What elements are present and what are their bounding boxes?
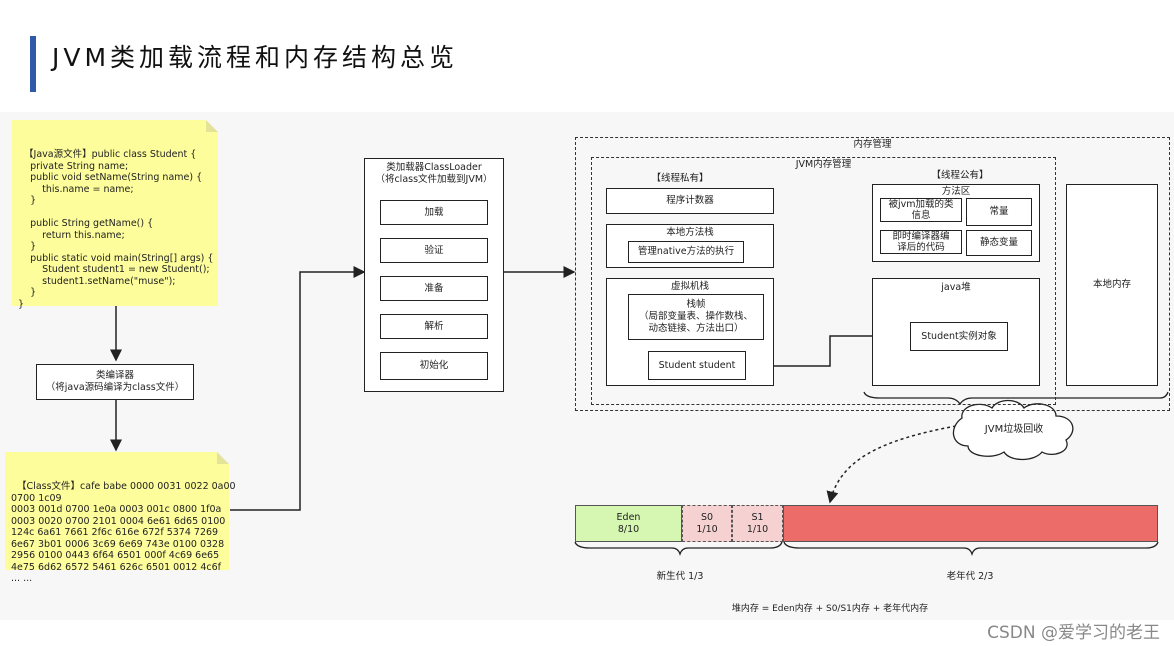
s1-name: S1 xyxy=(751,511,764,523)
young-generation-label: 新生代 1/3 xyxy=(656,571,704,582)
step-initialize: 初始化 xyxy=(380,352,488,380)
program-counter-box: 程序计数器 xyxy=(606,188,774,214)
student-reference-box: Student student xyxy=(648,351,746,380)
young-brace xyxy=(574,541,783,557)
method-area-title: 方法区 xyxy=(941,186,971,197)
stack-frame-box: 栈帧 （局部变量表、操作数栈、 动态链接、方法出口） xyxy=(628,294,764,340)
class-info-line1: 被jvm加载的类 xyxy=(888,199,954,210)
thread-public-label: 【线程公有】 xyxy=(931,170,989,181)
s0-ratio: 1/10 xyxy=(696,523,718,535)
compiler-box: 类编译器 （将java源码编译为class文件） xyxy=(36,364,194,400)
watermark: CSDN @爱学习的老王 xyxy=(987,623,1160,643)
memory-title: 内存管理 xyxy=(853,139,892,150)
class-info-line2: 信息 xyxy=(911,210,931,221)
heap-formula: 堆内存 = Eden内存 + S0/S1内存 + 老年代内存 xyxy=(731,604,929,614)
static-variable-box: 静态变量 xyxy=(966,230,1032,256)
step-load: 加载 xyxy=(380,200,488,225)
java-heap-title: java堆 xyxy=(941,282,971,293)
old-generation-segment xyxy=(783,505,1158,542)
jvm-memory-title: JVM内存管理 xyxy=(795,159,852,170)
jit-line2: 译后的代码 xyxy=(897,242,945,253)
stack-frame-line2: 动态链接、方法出口） xyxy=(648,323,744,334)
old-brace xyxy=(783,541,1159,557)
java-source-code: 【Java源文件】public class Student { private … xyxy=(18,149,214,310)
eden-name: Eden xyxy=(616,511,641,523)
old-generation-label: 老年代 2/3 xyxy=(946,571,994,582)
native-stack-title: 本地方法栈 xyxy=(666,227,714,238)
eden-segment: Eden 8/10 xyxy=(575,505,682,542)
step-prepare: 准备 xyxy=(380,276,488,301)
stack-frame-title: 栈帧 xyxy=(686,299,706,310)
step-verify: 验证 xyxy=(380,238,488,263)
jit-code-box: 即时编译器编 译后的代码 xyxy=(880,230,962,254)
s0-name: S0 xyxy=(700,511,714,523)
thread-private-label: 【线程私有】 xyxy=(651,173,709,184)
class-info-box: 被jvm加载的类 信息 xyxy=(880,198,962,222)
native-memory-box: 本地内存 xyxy=(1066,184,1158,386)
constant-box: 常量 xyxy=(966,198,1032,226)
arrow-gc-to-heap xyxy=(826,425,957,504)
arrow-ref-to-object xyxy=(746,330,910,367)
classloader-subtitle: （将class文件加载到JVM） xyxy=(375,174,493,185)
compiler-subtitle: （将java源码编译为class文件） xyxy=(45,382,185,393)
class-file-note: 【Class文件】cafe babe 0000 0031 0022 0a00 0… xyxy=(5,452,236,584)
s0-segment: S0 1/10 xyxy=(682,505,732,542)
classloader-title: 类加载器ClassLoader xyxy=(386,162,482,173)
class-file-bytes: 【Class文件】cafe babe 0000 0031 0022 0a00 0… xyxy=(11,481,236,584)
jit-line1: 即时编译器编 xyxy=(892,231,950,242)
compiler-title: 类编译器 xyxy=(95,370,134,381)
s1-ratio: 1/10 xyxy=(746,523,769,535)
memory-management-region: 内存管理 xyxy=(575,137,1170,411)
title-accent-bar xyxy=(30,36,36,92)
student-object-box: Student实例对象 xyxy=(910,322,1008,351)
eden-ratio: 8/10 xyxy=(617,523,640,535)
vm-stack-title: 虚拟机栈 xyxy=(670,281,709,292)
native-stack-item: 管理native方法的执行 xyxy=(628,241,744,263)
arrow-classfile-to-classloader xyxy=(230,266,366,511)
gc-label: JVM垃圾回收 xyxy=(984,422,1043,435)
step-resolve: 解析 xyxy=(380,314,488,339)
s1-segment: S1 1/10 xyxy=(732,505,783,542)
gc-cloud xyxy=(952,399,1074,461)
java-source-note: 【Java源文件】public class Student { private … xyxy=(12,120,218,310)
page-title: JVM类加载流程和内存结构总览 xyxy=(52,43,459,72)
jvm-memory-region: JVM内存管理 xyxy=(591,157,1056,405)
stack-frame-line1: （局部变量表、操作数栈、 xyxy=(638,311,753,322)
